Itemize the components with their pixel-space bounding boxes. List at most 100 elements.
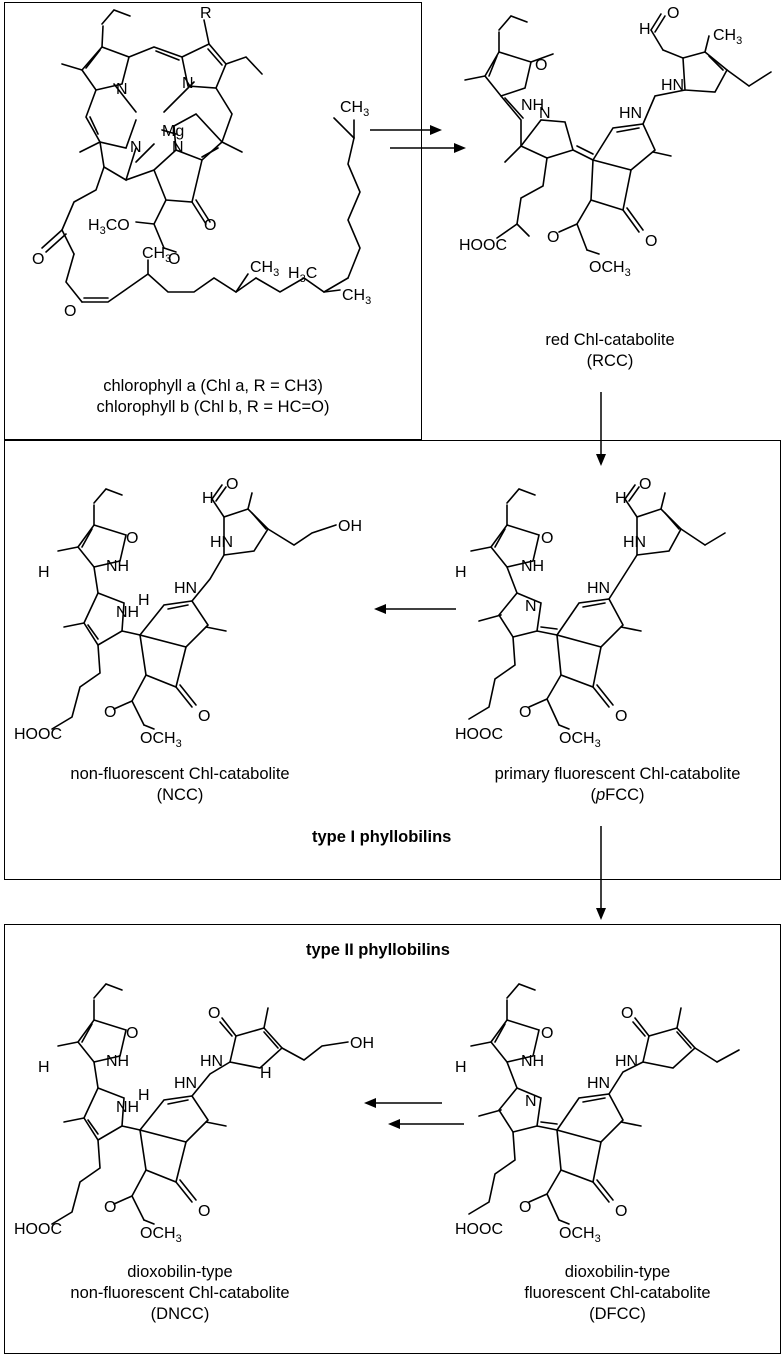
dncc-caption: dioxobilin-type non-fluorescent Chl-cata… (30, 1262, 330, 1325)
svg-text:OCH3: OCH3 (140, 730, 182, 750)
svg-text:O: O (535, 57, 547, 74)
svg-text:HN: HN (174, 1075, 197, 1092)
svg-text:O: O (645, 233, 657, 250)
arrow-pfcc-to-ncc (372, 602, 458, 616)
svg-text:O: O (198, 1203, 210, 1220)
svg-text:HOOC: HOOC (14, 726, 62, 743)
arrow-pfcc-to-dfcc (594, 826, 608, 922)
svg-text:O: O (168, 251, 180, 268)
pfcc-abbr: (pFCC) (590, 786, 645, 804)
svg-text:O: O (198, 708, 210, 725)
rcc-name: red Chl-catabolite (545, 331, 675, 349)
svg-text:H3C: H3C (288, 265, 317, 285)
svg-text:HN: HN (174, 580, 197, 597)
dfcc-abbr: (DFCC) (589, 1305, 646, 1323)
svg-text:HOOC: HOOC (459, 237, 507, 254)
svg-text:O: O (547, 229, 559, 246)
ncc-caption: non-fluorescent Chl-catabolite (NCC) (30, 764, 330, 806)
svg-text:HN: HN (587, 580, 610, 597)
svg-text:NH: NH (521, 1053, 544, 1070)
svg-text:CH3: CH3 (713, 27, 742, 47)
svg-text:O: O (615, 1203, 627, 1220)
chlorophyll-caption: chlorophyll a (Chl a, R = CH3) chlorophy… (4, 376, 422, 418)
svg-text:OCH3: OCH3 (589, 259, 631, 279)
rcc-caption: red Chl-catabolite (RCC) (455, 330, 765, 372)
svg-text:O: O (639, 476, 651, 493)
svg-text:H: H (138, 1087, 150, 1104)
dfcc-caption: dioxobilin-type fluorescent Chl-cataboli… (455, 1262, 780, 1325)
type2-panel (4, 924, 781, 1354)
svg-text:N: N (525, 1093, 537, 1110)
svg-text:HN: HN (623, 534, 646, 551)
svg-text:N: N (172, 139, 184, 156)
type1-title: type I phyllobilins (312, 828, 452, 846)
svg-text:O: O (126, 1025, 138, 1042)
svg-text:H: H (260, 1065, 272, 1082)
svg-text:H: H (202, 490, 214, 507)
double-arrow-chl-to-rcc (370, 120, 470, 160)
svg-text:O: O (519, 1199, 531, 1216)
svg-text:O: O (126, 530, 138, 547)
rcc-structure: O NH N HN H O CH3 HN O O HOOC OCH3 (455, 5, 775, 300)
svg-text:N: N (116, 81, 128, 98)
svg-text:O: O (519, 704, 531, 721)
svg-text:HN: HN (200, 1053, 223, 1070)
svg-text:H: H (38, 1059, 50, 1076)
svg-text:O: O (208, 1005, 220, 1022)
svg-text:N: N (525, 598, 537, 615)
svg-text:N: N (182, 75, 194, 92)
svg-text:OCH3: OCH3 (559, 730, 601, 750)
svg-text:N: N (130, 139, 142, 156)
svg-text:O: O (32, 251, 44, 268)
svg-text:H: H (38, 564, 50, 581)
svg-text:OH: OH (338, 518, 362, 535)
svg-text:NH: NH (521, 97, 544, 114)
svg-text:O: O (615, 708, 627, 725)
svg-text:OCH3: OCH3 (140, 1225, 182, 1245)
svg-text:HN: HN (661, 77, 684, 94)
svg-text:O: O (541, 530, 553, 547)
svg-text:H: H (138, 592, 150, 609)
svg-text:NH: NH (521, 558, 544, 575)
svg-text:NH: NH (116, 1099, 139, 1116)
dfcc-line1: dioxobilin-type (564, 1263, 671, 1281)
svg-text:OCH3: OCH3 (559, 1225, 601, 1245)
dncc-line1: dioxobilin-type (127, 1263, 233, 1281)
type2-title: type II phyllobilins (306, 941, 450, 959)
chlorophyll-a-label: chlorophyll a (Chl a, R = CH3) (103, 377, 323, 395)
svg-text:O: O (621, 1005, 633, 1022)
svg-text:NH: NH (106, 558, 129, 575)
dncc-structure: O NH H NH H HN O HN H OH O O HOOC OCH3 (14, 980, 374, 1245)
dncc-line2: non-fluorescent Chl-catabolite (70, 1284, 290, 1302)
svg-text:N: N (539, 105, 551, 122)
svg-text:O: O (541, 1025, 553, 1042)
svg-text:HOOC: HOOC (455, 726, 503, 743)
svg-text:HN: HN (619, 105, 642, 122)
rcc-abbr: (RCC) (586, 352, 634, 370)
svg-text:O: O (104, 1199, 116, 1216)
svg-text:NH: NH (106, 1053, 129, 1070)
svg-text:NH: NH (116, 604, 139, 621)
mg-atom: Mg (162, 123, 184, 140)
double-arrow-dfcc-to-dncc (362, 1096, 466, 1132)
chlorophyll-panel (4, 2, 422, 440)
arrow-rcc-to-pfcc (594, 392, 608, 468)
chlorophyll-b-label: chlorophyll b (Chl b, R = HC=O) (96, 398, 330, 416)
svg-text:O: O (204, 217, 216, 234)
svg-text:CH3: CH3 (250, 259, 279, 279)
svg-text:H: H (639, 21, 651, 38)
svg-text:O: O (667, 5, 679, 22)
svg-text:H: H (615, 490, 627, 507)
svg-text:H: H (455, 1059, 467, 1076)
svg-text:R: R (200, 5, 212, 22)
ncc-name: non-fluorescent Chl-catabolite (70, 765, 290, 783)
svg-text:HN: HN (615, 1053, 638, 1070)
pfcc-name: primary fluorescent Chl-catabolite (494, 765, 741, 783)
svg-text:OH: OH (350, 1035, 374, 1052)
ncc-structure: O NH H NH H HN H O HN OH O O HOOC OCH3 (14, 476, 374, 750)
dncc-abbr: (DNCC) (150, 1305, 210, 1323)
svg-text:CH3: CH3 (342, 287, 371, 307)
svg-text:CH3: CH3 (142, 245, 171, 265)
svg-text:HN: HN (210, 534, 233, 551)
svg-text:H: H (455, 564, 467, 581)
